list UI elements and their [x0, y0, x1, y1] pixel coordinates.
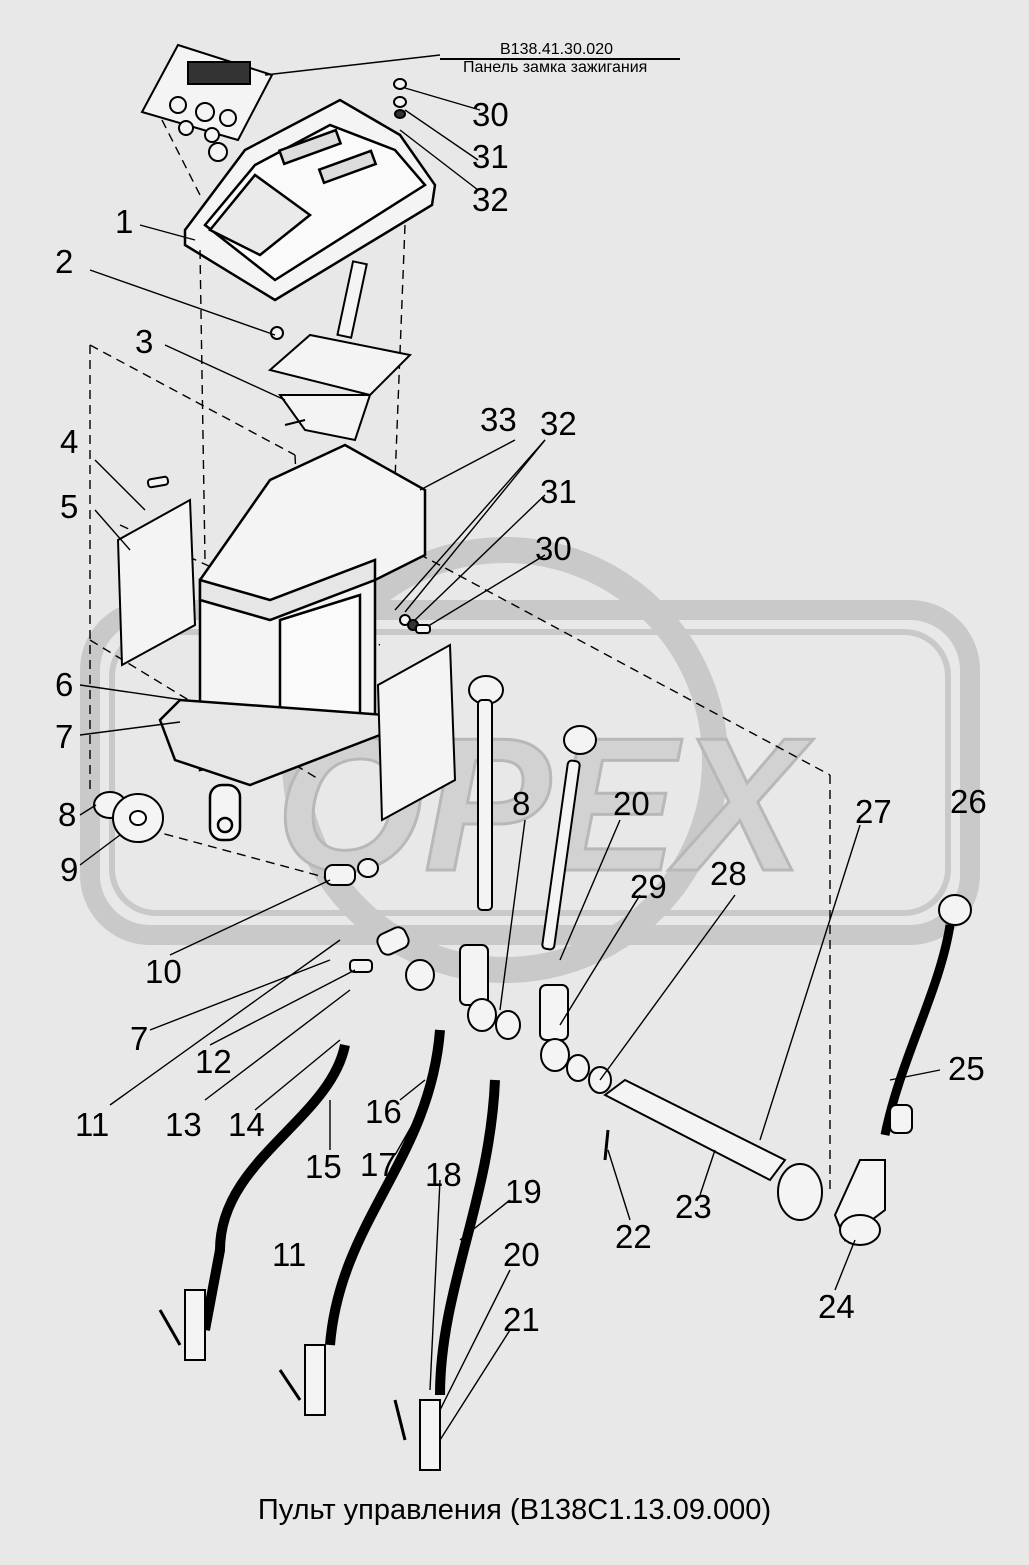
callout-6: 6: [55, 666, 74, 703]
callout-11-left: 11: [75, 1106, 110, 1143]
reference-underline: [440, 58, 680, 60]
side-plates: [116, 498, 457, 822]
callout-4: 4: [60, 423, 79, 460]
callout-16: 16: [365, 1093, 402, 1130]
fasteners: [146, 78, 431, 634]
callout-31-top: 31: [472, 138, 509, 175]
callout-7-upper: 7: [55, 718, 74, 755]
callout-15: 15: [305, 1148, 342, 1185]
callout-20-center: 20: [613, 785, 650, 822]
console-cover: [183, 98, 437, 302]
callout-26: 26: [950, 783, 987, 820]
callout-8-center: 8: [512, 785, 531, 822]
watermark-frame-inner: [109, 629, 951, 916]
callout-27: 27: [855, 793, 892, 830]
callout-9: 9: [60, 851, 79, 888]
callout-10: 10: [145, 953, 182, 990]
callout-31-middle: 31: [540, 473, 577, 510]
callout-18: 18: [425, 1156, 462, 1193]
callout-11-bottom: 11: [272, 1236, 307, 1273]
callout-32-middle: 32: [540, 405, 577, 442]
callout-19: 19: [505, 1173, 542, 1210]
callout-32-top: 32: [472, 181, 509, 218]
lever-rods: [468, 675, 972, 1136]
shift-mechanism: [267, 260, 413, 442]
callout-14: 14: [228, 1106, 265, 1143]
ignition-panel: [140, 43, 274, 162]
callout-21: 21: [503, 1301, 540, 1338]
callout-24: 24: [818, 1288, 855, 1325]
callout-25: 25: [948, 1050, 985, 1087]
callout-28: 28: [710, 855, 747, 892]
shaft-assembly: [93, 791, 886, 1246]
callout-17: 17: [360, 1146, 397, 1183]
linkage-rods: [158, 1029, 610, 1471]
callout-1: 1: [115, 203, 134, 240]
callout-30-top: 30: [472, 96, 509, 133]
callout-3: 3: [135, 323, 154, 360]
callout-30-middle: 30: [535, 530, 572, 567]
callout-12: 12: [195, 1043, 232, 1080]
callout-5: 5: [60, 488, 79, 525]
callout-33: 33: [480, 401, 517, 438]
callout-2: 2: [55, 243, 74, 280]
callout-20-bottom: 20: [503, 1236, 540, 1273]
callout-8-left: 8: [58, 796, 77, 833]
callout-13: 13: [165, 1106, 202, 1143]
reference-code: В138.41.30.020: [500, 41, 613, 58]
diagram-caption: Пульт управления (В138С1.13.09.000): [257, 1494, 772, 1526]
callout-23: 23: [675, 1188, 712, 1225]
callout-22: 22: [615, 1218, 652, 1255]
leader-lines: [79, 87, 941, 1441]
callout-29: 29: [630, 868, 667, 905]
reference-name: Панель замка зажигания: [463, 59, 648, 76]
callout-7-lower: 7: [130, 1020, 149, 1057]
